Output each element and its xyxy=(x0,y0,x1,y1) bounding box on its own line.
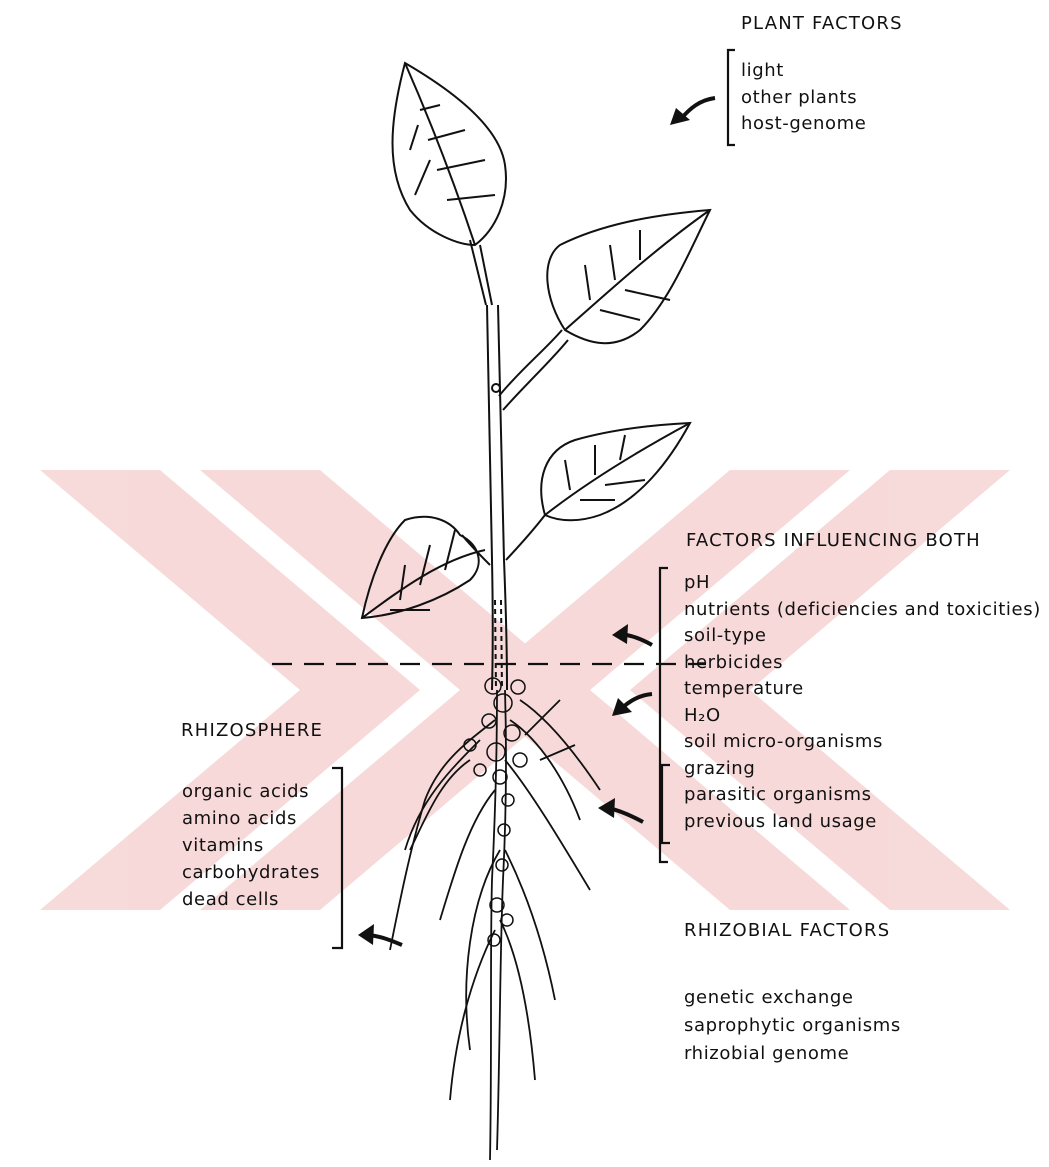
rhizobial-factors-list: genetic exchange saprophytic organisms r… xyxy=(684,984,901,1068)
both-factor-item: H₂O xyxy=(684,703,1041,730)
rhizosphere-list: organic acids amino acids vitamins carbo… xyxy=(182,778,320,913)
rhizosphere-item: amino acids xyxy=(182,805,320,832)
rhizosphere-item: organic acids xyxy=(182,778,320,805)
bracket-plant xyxy=(728,50,735,145)
both-factor-item: previous land usage xyxy=(684,809,1041,836)
rhizobial-factor-item: rhizobial genome xyxy=(684,1040,901,1068)
both-factor-item: nutrients (deficiencies and toxicities) xyxy=(684,597,1041,624)
plant-factor-item: light xyxy=(741,58,866,85)
plant-factor-item: host-genome xyxy=(741,111,866,138)
leaf-mid-right xyxy=(541,423,690,520)
both-factors-title: FACTORS INFLUENCING BOTH xyxy=(686,530,981,551)
both-factor-item: parasitic organisms xyxy=(684,782,1041,809)
rhizosphere-item: dead cells xyxy=(182,886,320,913)
both-factor-item: herbicides xyxy=(684,650,1041,677)
rhizobial-factors-title: RHIZOBIAL FACTORS xyxy=(684,920,890,941)
rhizobial-factor-item: saprophytic organisms xyxy=(684,1012,901,1040)
both-factor-item: pH xyxy=(684,570,1041,597)
rhizobial-factor-item: genetic exchange xyxy=(684,984,901,1012)
both-factor-item: soil-type xyxy=(684,623,1041,650)
rhizosphere-item: vitamins xyxy=(182,832,320,859)
both-factors-list: pH nutrients (deficiencies and toxicitie… xyxy=(684,570,1041,835)
both-factor-item: temperature xyxy=(684,676,1041,703)
plant-factors-list: light other plants host-genome xyxy=(741,58,866,138)
leaf-top xyxy=(393,63,506,245)
rhizosphere-title: RHIZOSPHERE xyxy=(181,720,323,741)
both-factor-item: grazing xyxy=(684,756,1041,783)
plant-factors-title: PLANT FACTORS xyxy=(741,13,903,34)
both-factor-item: soil micro-organisms xyxy=(684,729,1041,756)
rhizosphere-item: carbohydrates xyxy=(182,859,320,886)
plant-factor-item: other plants xyxy=(741,85,866,112)
